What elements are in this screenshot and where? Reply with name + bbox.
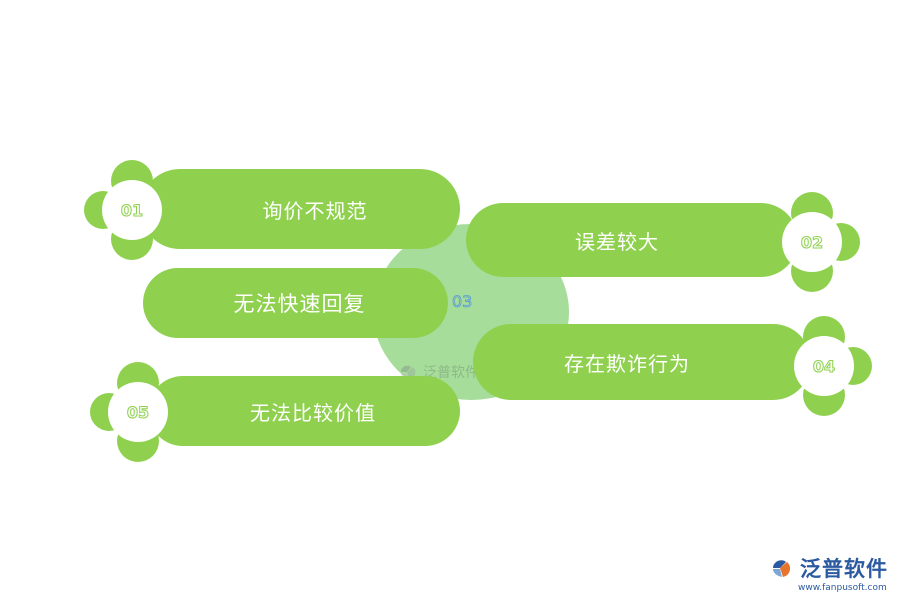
item-02-badge: 02 [764, 192, 860, 292]
watermark-text: 泛普软件 [423, 365, 479, 381]
item-02-label: 误差较大 [575, 229, 659, 254]
item-02-pill: 误差较大 [466, 203, 798, 277]
item-01-label: 询价不规范 [262, 198, 368, 223]
item-03-label: 无法快速回复 [233, 292, 366, 316]
item-01-badge: 01 [84, 160, 180, 260]
item-05-pill: 无法比较价值 [148, 376, 460, 446]
item-01-number: 01 [102, 180, 162, 240]
item-04-pill: 存在欺诈行为 [473, 324, 811, 400]
center-number-03: 03 [452, 292, 473, 312]
item-01-pill: 询价不规范 [140, 169, 460, 249]
item-05-badge: 05 [90, 362, 186, 462]
item-03-pill: 无法快速回复 [143, 268, 448, 338]
item-04-badge: 04 [776, 316, 872, 416]
item-05-number: 05 [108, 382, 168, 442]
fanpu-logo-icon [773, 560, 791, 577]
brand-name: 泛普软件 [800, 557, 888, 581]
item-04-label: 存在欺诈行为 [564, 351, 690, 376]
item-05-label: 无法比较价值 [250, 400, 376, 425]
item-02-number: 02 [782, 212, 842, 272]
item-04-number: 04 [794, 336, 854, 396]
brand-logo: 泛普软件 www.fanpusoft.com [770, 553, 895, 593]
brand-url: www.fanpusoft.com [798, 583, 887, 593]
